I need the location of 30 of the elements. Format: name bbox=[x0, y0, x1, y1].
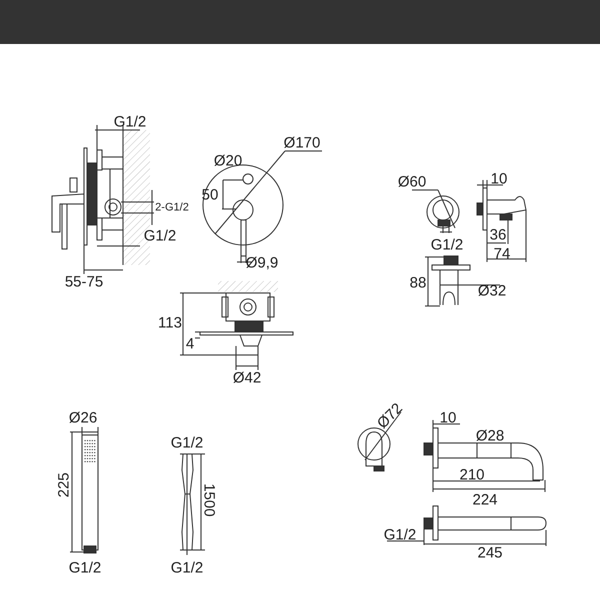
dimension-label: Ø20 bbox=[214, 154, 242, 168]
dimension-label: 55-75 bbox=[64, 274, 104, 290]
dimension-label: G1/2 bbox=[144, 228, 176, 244]
dimension-label: 2-G1/2 bbox=[155, 202, 189, 214]
dimension-label: 225 bbox=[56, 472, 72, 498]
dimension-label: 1500 bbox=[202, 483, 216, 517]
dimension-label: G1/2 bbox=[114, 114, 146, 130]
dimension-label: 224 bbox=[472, 492, 498, 508]
dimension-label: Ø60 bbox=[398, 174, 426, 190]
dimension-label: Ø28 bbox=[476, 428, 504, 444]
dimension-label: Ø72 bbox=[374, 400, 406, 432]
dimension-label: G1/2 bbox=[68, 560, 102, 576]
dimension-label: Ø42 bbox=[232, 370, 262, 386]
dimension-label: 4 bbox=[186, 336, 194, 352]
dimension-label: 10 bbox=[490, 172, 508, 186]
dimension-label: G1/2 bbox=[430, 238, 464, 252]
dimension-label: 74 bbox=[494, 246, 510, 262]
dimension-label: 88 bbox=[410, 276, 426, 290]
dimension-label: 210 bbox=[459, 468, 485, 482]
dimension-label: G1/2 bbox=[170, 560, 204, 576]
dimension-label: 36 bbox=[490, 228, 506, 242]
dimension-label: Ø170 bbox=[284, 136, 320, 150]
dimension-label: Ø26 bbox=[68, 410, 98, 426]
dimension-label: Ø9,9 bbox=[246, 256, 278, 270]
dimension-label: Ø32 bbox=[478, 284, 506, 298]
dimension-label: G1/2 bbox=[384, 528, 416, 542]
dimension-label: 113 bbox=[158, 316, 182, 330]
dimension-label: 245 bbox=[477, 546, 503, 560]
dimension-label: 10 bbox=[440, 410, 456, 426]
dimension-label: G1/2 bbox=[170, 436, 204, 450]
